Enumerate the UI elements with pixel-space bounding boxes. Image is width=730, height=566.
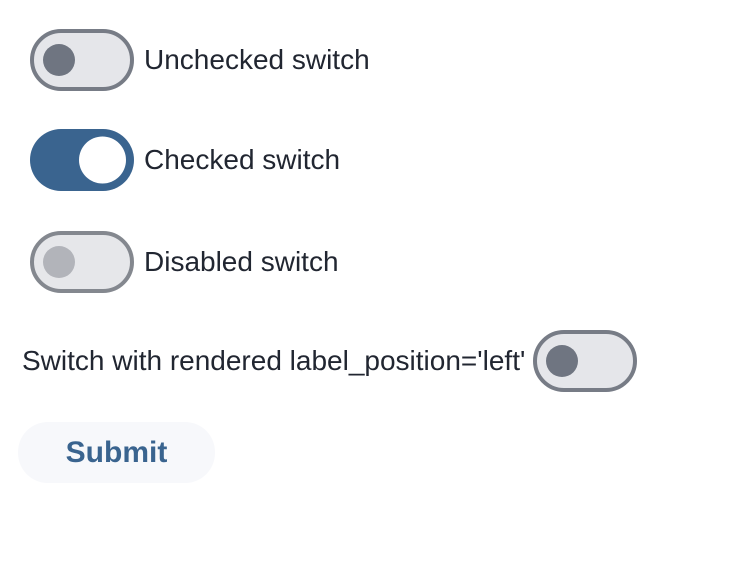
unchecked-switch-row: Unchecked switch (30, 29, 370, 91)
unchecked-switch[interactable] (30, 29, 134, 91)
checked-switch-label: Checked switch (144, 144, 341, 175)
disabled-switch (30, 231, 134, 293)
checked-switch-row: Checked switch (30, 129, 340, 191)
label-left-switch[interactable] (533, 330, 638, 392)
checked-switch[interactable] (30, 129, 134, 191)
label-left-switch-row: Switch with rendered label_position='lef… (22, 330, 638, 392)
label-left-switch-label: Switch with rendered label_position='lef… (22, 345, 526, 376)
switch-thumb (43, 246, 75, 278)
switch-thumb (43, 44, 75, 76)
switch-thumb (546, 345, 579, 377)
disabled-switch-label: Disabled switch (144, 246, 339, 277)
switch-thumb (79, 136, 126, 184)
unchecked-switch-label: Unchecked switch (144, 44, 370, 75)
submit-button[interactable]: Submit (18, 422, 215, 483)
disabled-switch-row: Disabled switch (30, 231, 339, 293)
